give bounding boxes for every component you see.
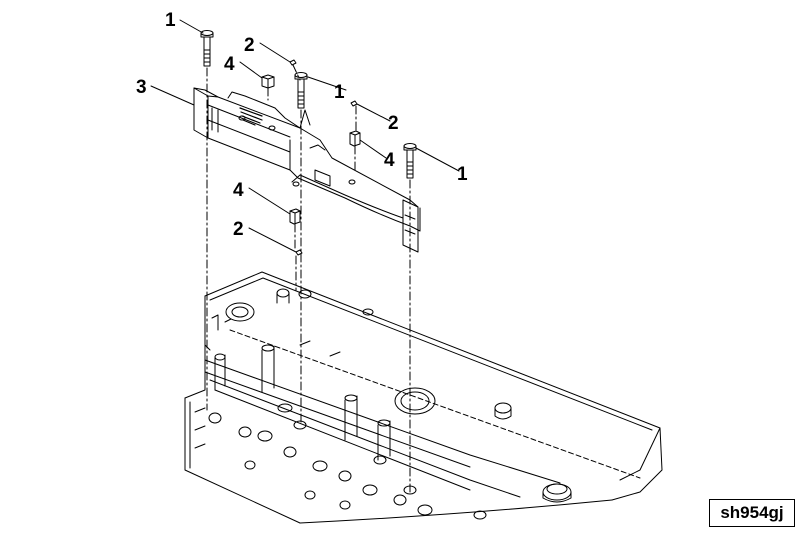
callout-1-center: 1 [334, 82, 345, 103]
callout-2-lower: 2 [233, 219, 244, 240]
lower-ports [194, 403, 487, 520]
callout-4-top: 4 [224, 54, 235, 75]
callout-4-right: 4 [384, 150, 395, 171]
cylinder-head [184, 271, 663, 524]
assembly-center-lines [206, 64, 411, 493]
callout-1-right: 1 [457, 164, 468, 185]
screws [289, 59, 358, 256]
head-posts [214, 344, 391, 461]
callout-2-right: 2 [388, 113, 399, 134]
callout-labels: 1 2 4 3 1 2 4 1 4 2 [136, 10, 468, 240]
drawing-reference-code: sh954gj [709, 499, 795, 527]
callout-1-top-left: 1 [165, 10, 176, 31]
callout-2-top: 2 [244, 35, 255, 56]
callout-3-bracket: 3 [136, 77, 147, 98]
callout-4-lower: 4 [233, 180, 244, 201]
harness-bracket [193, 87, 421, 253]
clips [261, 74, 361, 225]
bolts [200, 30, 417, 179]
leader-lines [150, 19, 460, 253]
